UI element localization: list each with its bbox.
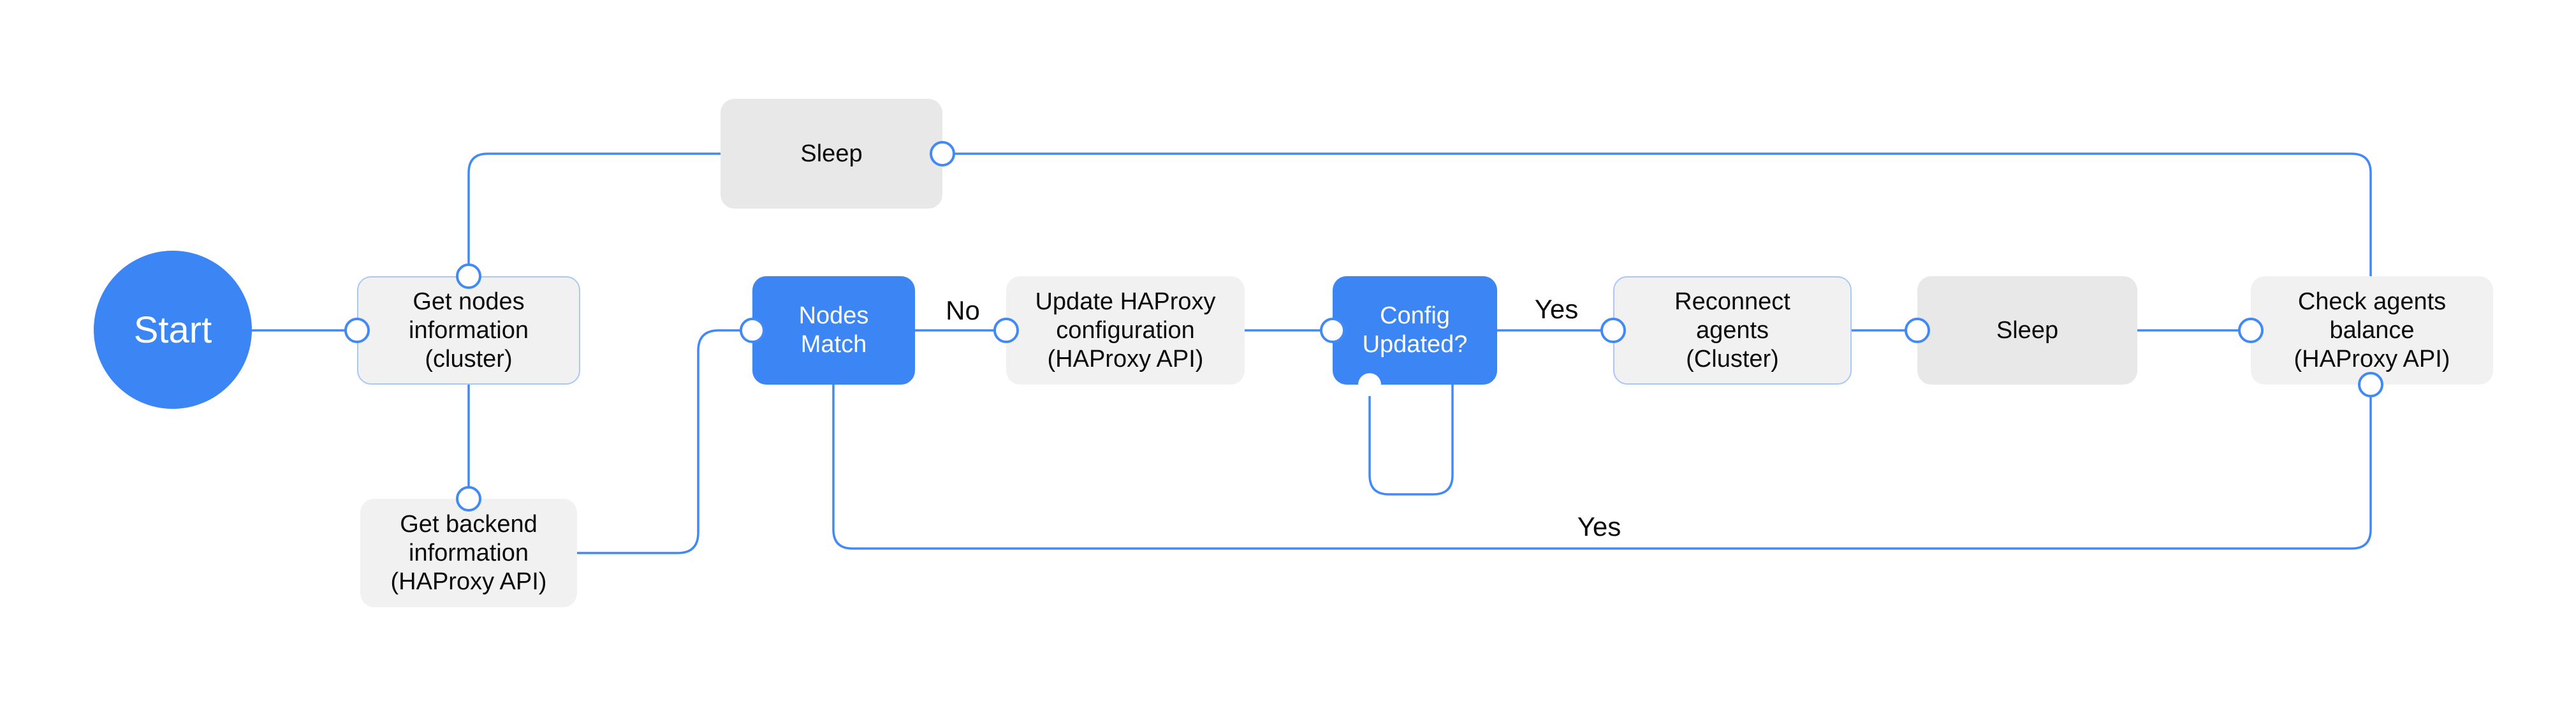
- node-update-haproxy-line2: configuration: [1056, 316, 1195, 344]
- node-config-updated: Config Updated?: [1333, 276, 1497, 385]
- node-check-agents-line3: (HAProxy API): [2294, 345, 2450, 372]
- node-get-nodes-line2: information: [409, 316, 529, 344]
- node-reconnect-agents-line3: (Cluster): [1686, 345, 1779, 372]
- edge-config-updated-self-loop: [1368, 385, 1454, 496]
- node-start-label: Start: [133, 309, 212, 351]
- edge-nodes-match-yes-to-check-agents: [832, 385, 2372, 550]
- node-reconnect-agents: Reconnect agents (Cluster): [1613, 276, 1852, 385]
- node-start: Start: [94, 251, 252, 409]
- node-config-updated-line2: Updated?: [1362, 331, 1468, 358]
- node-check-agents-line1: Check agents: [2297, 288, 2447, 315]
- node-check-agents-balance: Check agents balance (HAProxy API): [2251, 276, 2493, 385]
- node-get-nodes-line1: Get nodes: [413, 288, 525, 315]
- node-get-backend-line2: information: [409, 539, 529, 566]
- edge-sleep-top-to-get-nodes: [467, 152, 721, 276]
- edge-label-no: No: [946, 295, 980, 325]
- node-get-backend-line1: Get backend: [400, 510, 538, 538]
- node-update-haproxy-line3: (HAProxy API): [1047, 345, 1204, 372]
- node-sleep-top: Sleep: [721, 99, 942, 209]
- node-reconnect-agents-line2: agents: [1695, 316, 1769, 344]
- node-nodes-match-line1: Nodes: [798, 302, 869, 329]
- node-get-backend-line3: (HAProxy API): [390, 568, 547, 595]
- edge-check-agents-to-sleep-top: [942, 152, 2372, 276]
- node-sleep-top-label: Sleep: [800, 140, 863, 167]
- node-config-updated-line1: Config: [1380, 302, 1450, 329]
- node-check-agents-line2: balance: [2329, 316, 2415, 344]
- edge-label-yes-bottom: Yes: [1577, 512, 1621, 542]
- node-sleep-right: Sleep: [1917, 276, 2137, 385]
- node-sleep-right-label: Sleep: [1996, 316, 2059, 344]
- node-reconnect-agents-line1: Reconnect: [1674, 288, 1790, 315]
- node-update-haproxy-line1: Update HAProxy: [1035, 288, 1216, 315]
- node-get-nodes-information: Get nodes information (cluster): [357, 276, 580, 385]
- node-update-haproxy-configuration: Update HAProxy configuration (HAProxy AP…: [1006, 276, 1245, 385]
- edge-label-yes-config: Yes: [1534, 294, 1579, 324]
- node-get-nodes-line3: (cluster): [425, 345, 513, 372]
- node-nodes-match: Nodes Match: [752, 276, 915, 385]
- node-get-backend-information: Get backend information (HAProxy API): [360, 499, 577, 607]
- node-nodes-match-line2: Match: [800, 331, 867, 358]
- edge-get-backend-to-nodes-match: [577, 329, 752, 554]
